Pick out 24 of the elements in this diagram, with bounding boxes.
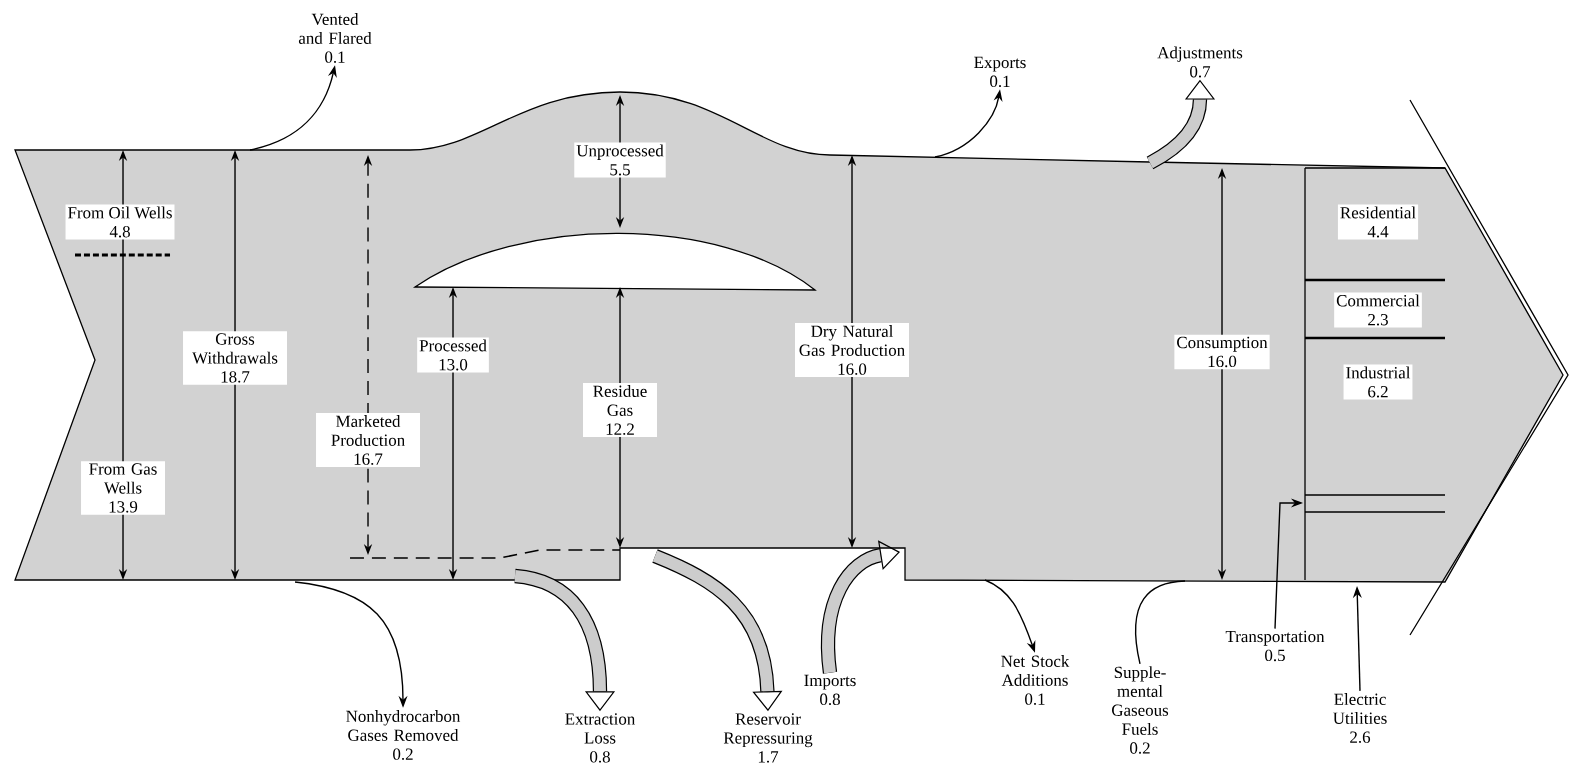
value-box: Dry Natural Gas Production 16.0 [795, 323, 909, 377]
flow-label: Transportation 0.5 [1225, 630, 1325, 662]
flow-label: Extraction Loss 0.8 [565, 713, 636, 763]
flow-label: Adjustments 0.7 [1157, 46, 1243, 78]
value-box: Commercial 2.3 [1334, 292, 1422, 328]
flow-label: Supple-mental Gaseous Fuels 0.2 [1112, 666, 1169, 754]
value-box: Unprocessed 5.5 [574, 142, 666, 178]
flow-label: Net Stock Additions 0.1 [1001, 655, 1070, 705]
flow-label: Exports 0.1 [974, 56, 1026, 88]
wide-arrow [821, 540, 900, 674]
value-box: Marketed Production 16.7 [316, 413, 420, 467]
value-box: Residential 4.4 [1337, 204, 1419, 240]
value-box: Industrial 6.2 [1343, 364, 1413, 400]
flow-label: Electric Utilities 2.6 [1333, 693, 1387, 743]
flow-label: Imports 0.8 [804, 674, 856, 706]
flow-label: Vented and Flared 0.1 [298, 13, 372, 63]
value-box: Processed 13.0 [417, 337, 489, 373]
value-box: Gross Withdrawals 18.7 [183, 331, 287, 385]
flow-label: Reservoir Repressuring 1.7 [723, 713, 813, 763]
flow-label: Nonhydrocarbon Gases Removed 0.2 [346, 710, 461, 760]
value-box: From Gas Wells 13.9 [81, 461, 165, 515]
value-box: Consumption 16.0 [1174, 334, 1270, 370]
value-box: Residue Gas 12.2 [583, 383, 657, 437]
value-box: From Oil Wells 4.8 [65, 204, 175, 240]
